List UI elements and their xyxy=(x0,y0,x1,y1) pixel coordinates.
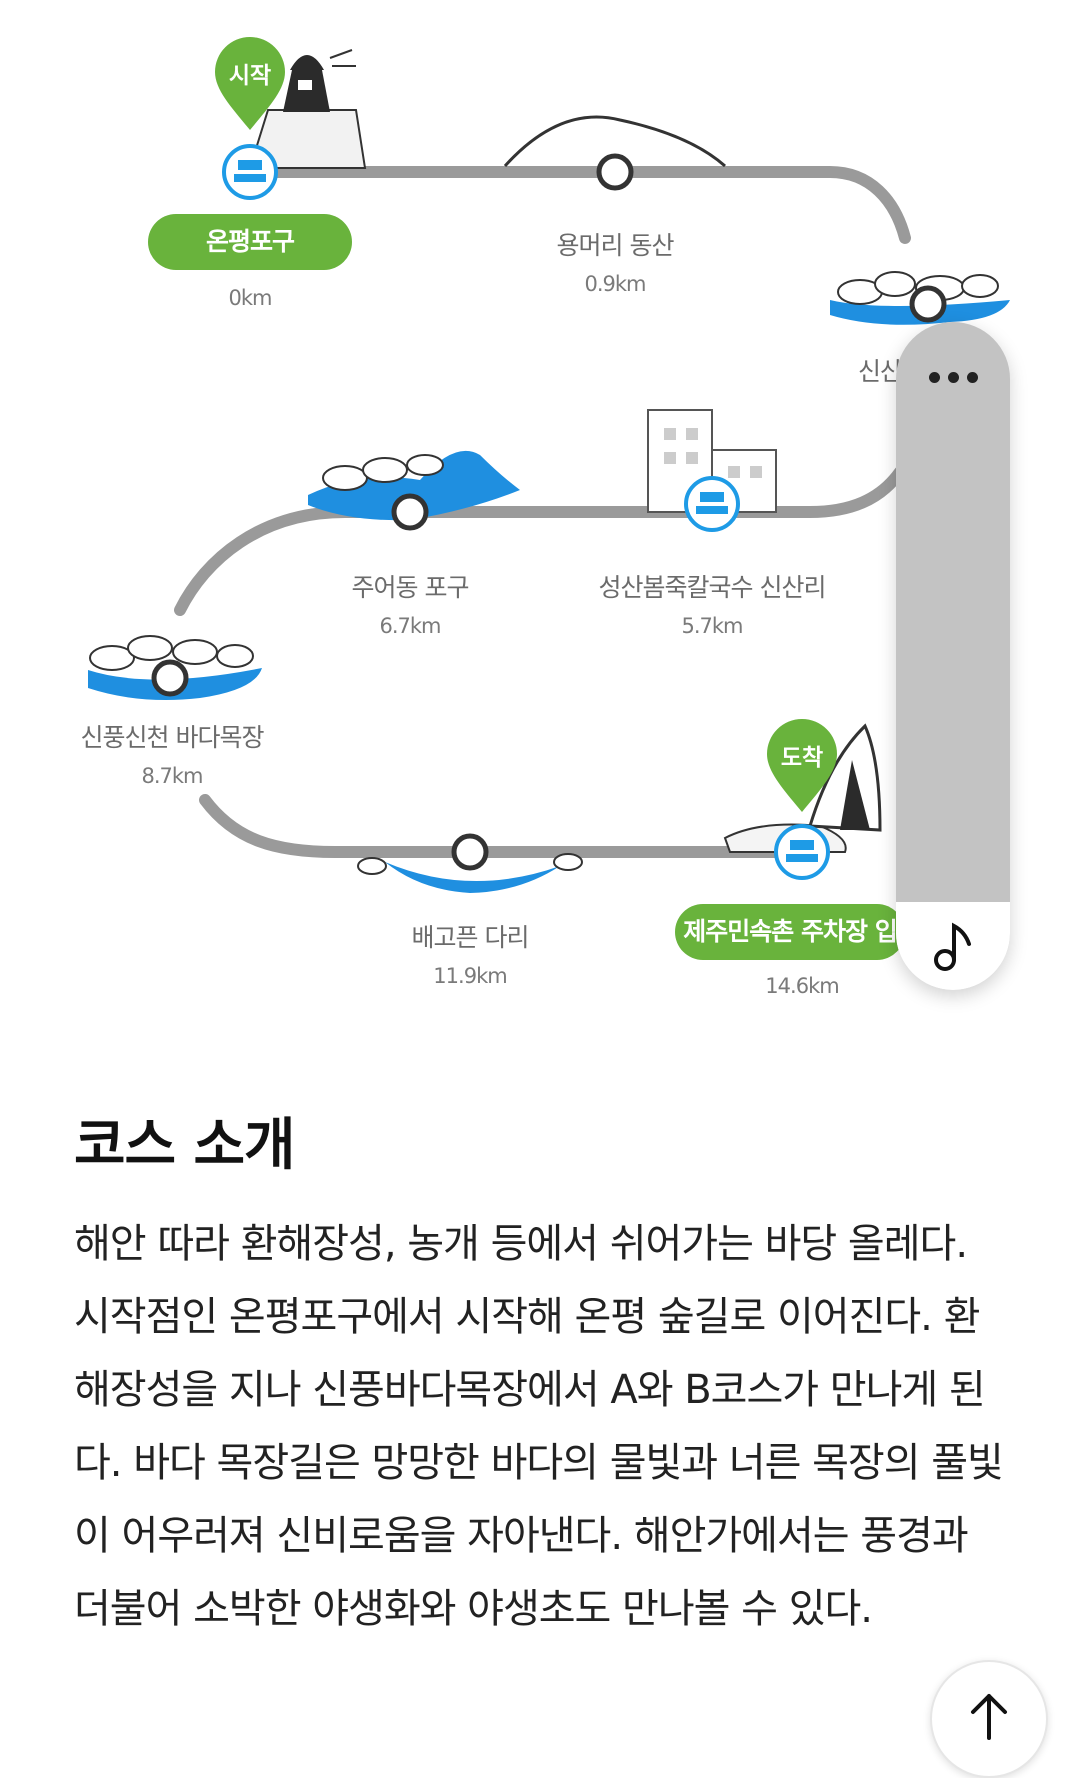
more-dots-icon xyxy=(947,371,959,383)
stamp-marker-icon xyxy=(684,476,740,532)
end-pin-icon xyxy=(767,719,837,812)
station-distance: 0km xyxy=(228,286,273,310)
lighthouse-icon xyxy=(248,49,367,169)
waypoint-icon xyxy=(596,153,634,191)
stamp-marker-icon xyxy=(774,824,830,880)
station-name: 용머리 동산 xyxy=(556,231,675,260)
station-pill-start[interactable]: 온평포구 xyxy=(148,214,352,270)
waypoint-icon xyxy=(151,659,189,697)
station-label: 신풍신천 바다목장 8.7km xyxy=(80,718,265,788)
hill-icon xyxy=(503,115,726,168)
more-dots-icon xyxy=(928,371,940,383)
section-title: 코스 소개 xyxy=(74,1113,296,1178)
music-note-icon xyxy=(934,922,971,971)
station-name: 신산 xyxy=(857,357,903,386)
end-badge: 도착 xyxy=(780,745,824,771)
station-label: 배고픈 다리 11.9km xyxy=(411,918,530,988)
pond-icon xyxy=(357,853,583,893)
wave-rocks-icon xyxy=(308,450,520,521)
more-button[interactable] xyxy=(896,322,1010,432)
course-map: 시작 도착 온평포구 0km 용머리 동산 0.9km 신산 성산봄죽칼국수 신… xyxy=(80,37,1010,998)
station-name: 성산봄죽칼국수 신산리 xyxy=(598,573,827,602)
station-distance: 5.7km xyxy=(681,614,743,638)
waypoint-icon xyxy=(391,493,429,531)
waypoint-icon xyxy=(909,285,947,323)
stamp-marker-icon xyxy=(222,144,278,200)
station-name: 주어동 포구 xyxy=(351,573,470,602)
floating-side-panel xyxy=(896,322,1010,990)
station-distance: 6.7km xyxy=(379,614,441,638)
station-pill-end[interactable]: 제주민속촌 주차장 입 xyxy=(675,904,905,960)
scroll-top-button[interactable] xyxy=(930,1660,1048,1778)
station-distance: 0.9km xyxy=(584,272,646,296)
station-label: 용머리 동산 0.9km xyxy=(556,226,675,296)
music-button[interactable] xyxy=(896,902,1010,990)
arrow-up-icon xyxy=(971,1694,1007,1740)
station-name: 신풍신천 바다목장 xyxy=(80,723,265,752)
start-pin-icon xyxy=(215,37,285,130)
station-label: 성산봄죽칼국수 신산리 5.7km xyxy=(598,568,827,638)
station-label: 주어동 포구 6.7km xyxy=(351,568,470,638)
station-distance: 11.9km xyxy=(433,964,507,988)
start-badge: 시작 xyxy=(228,63,272,89)
station-distance: 14.6km xyxy=(765,974,839,998)
station-distance: 8.7km xyxy=(141,764,203,788)
course-description: 해안 따라 환해장성, 농개 등에서 쉬어가는 바당 올레다. 시작점인 온평포… xyxy=(74,1221,1004,1632)
more-dots-icon xyxy=(966,371,978,383)
route-illustration xyxy=(88,37,1010,893)
station-label: 신산 xyxy=(857,352,903,388)
waypoint-icon xyxy=(451,833,489,871)
station-name: 배고픈 다리 xyxy=(411,923,530,952)
